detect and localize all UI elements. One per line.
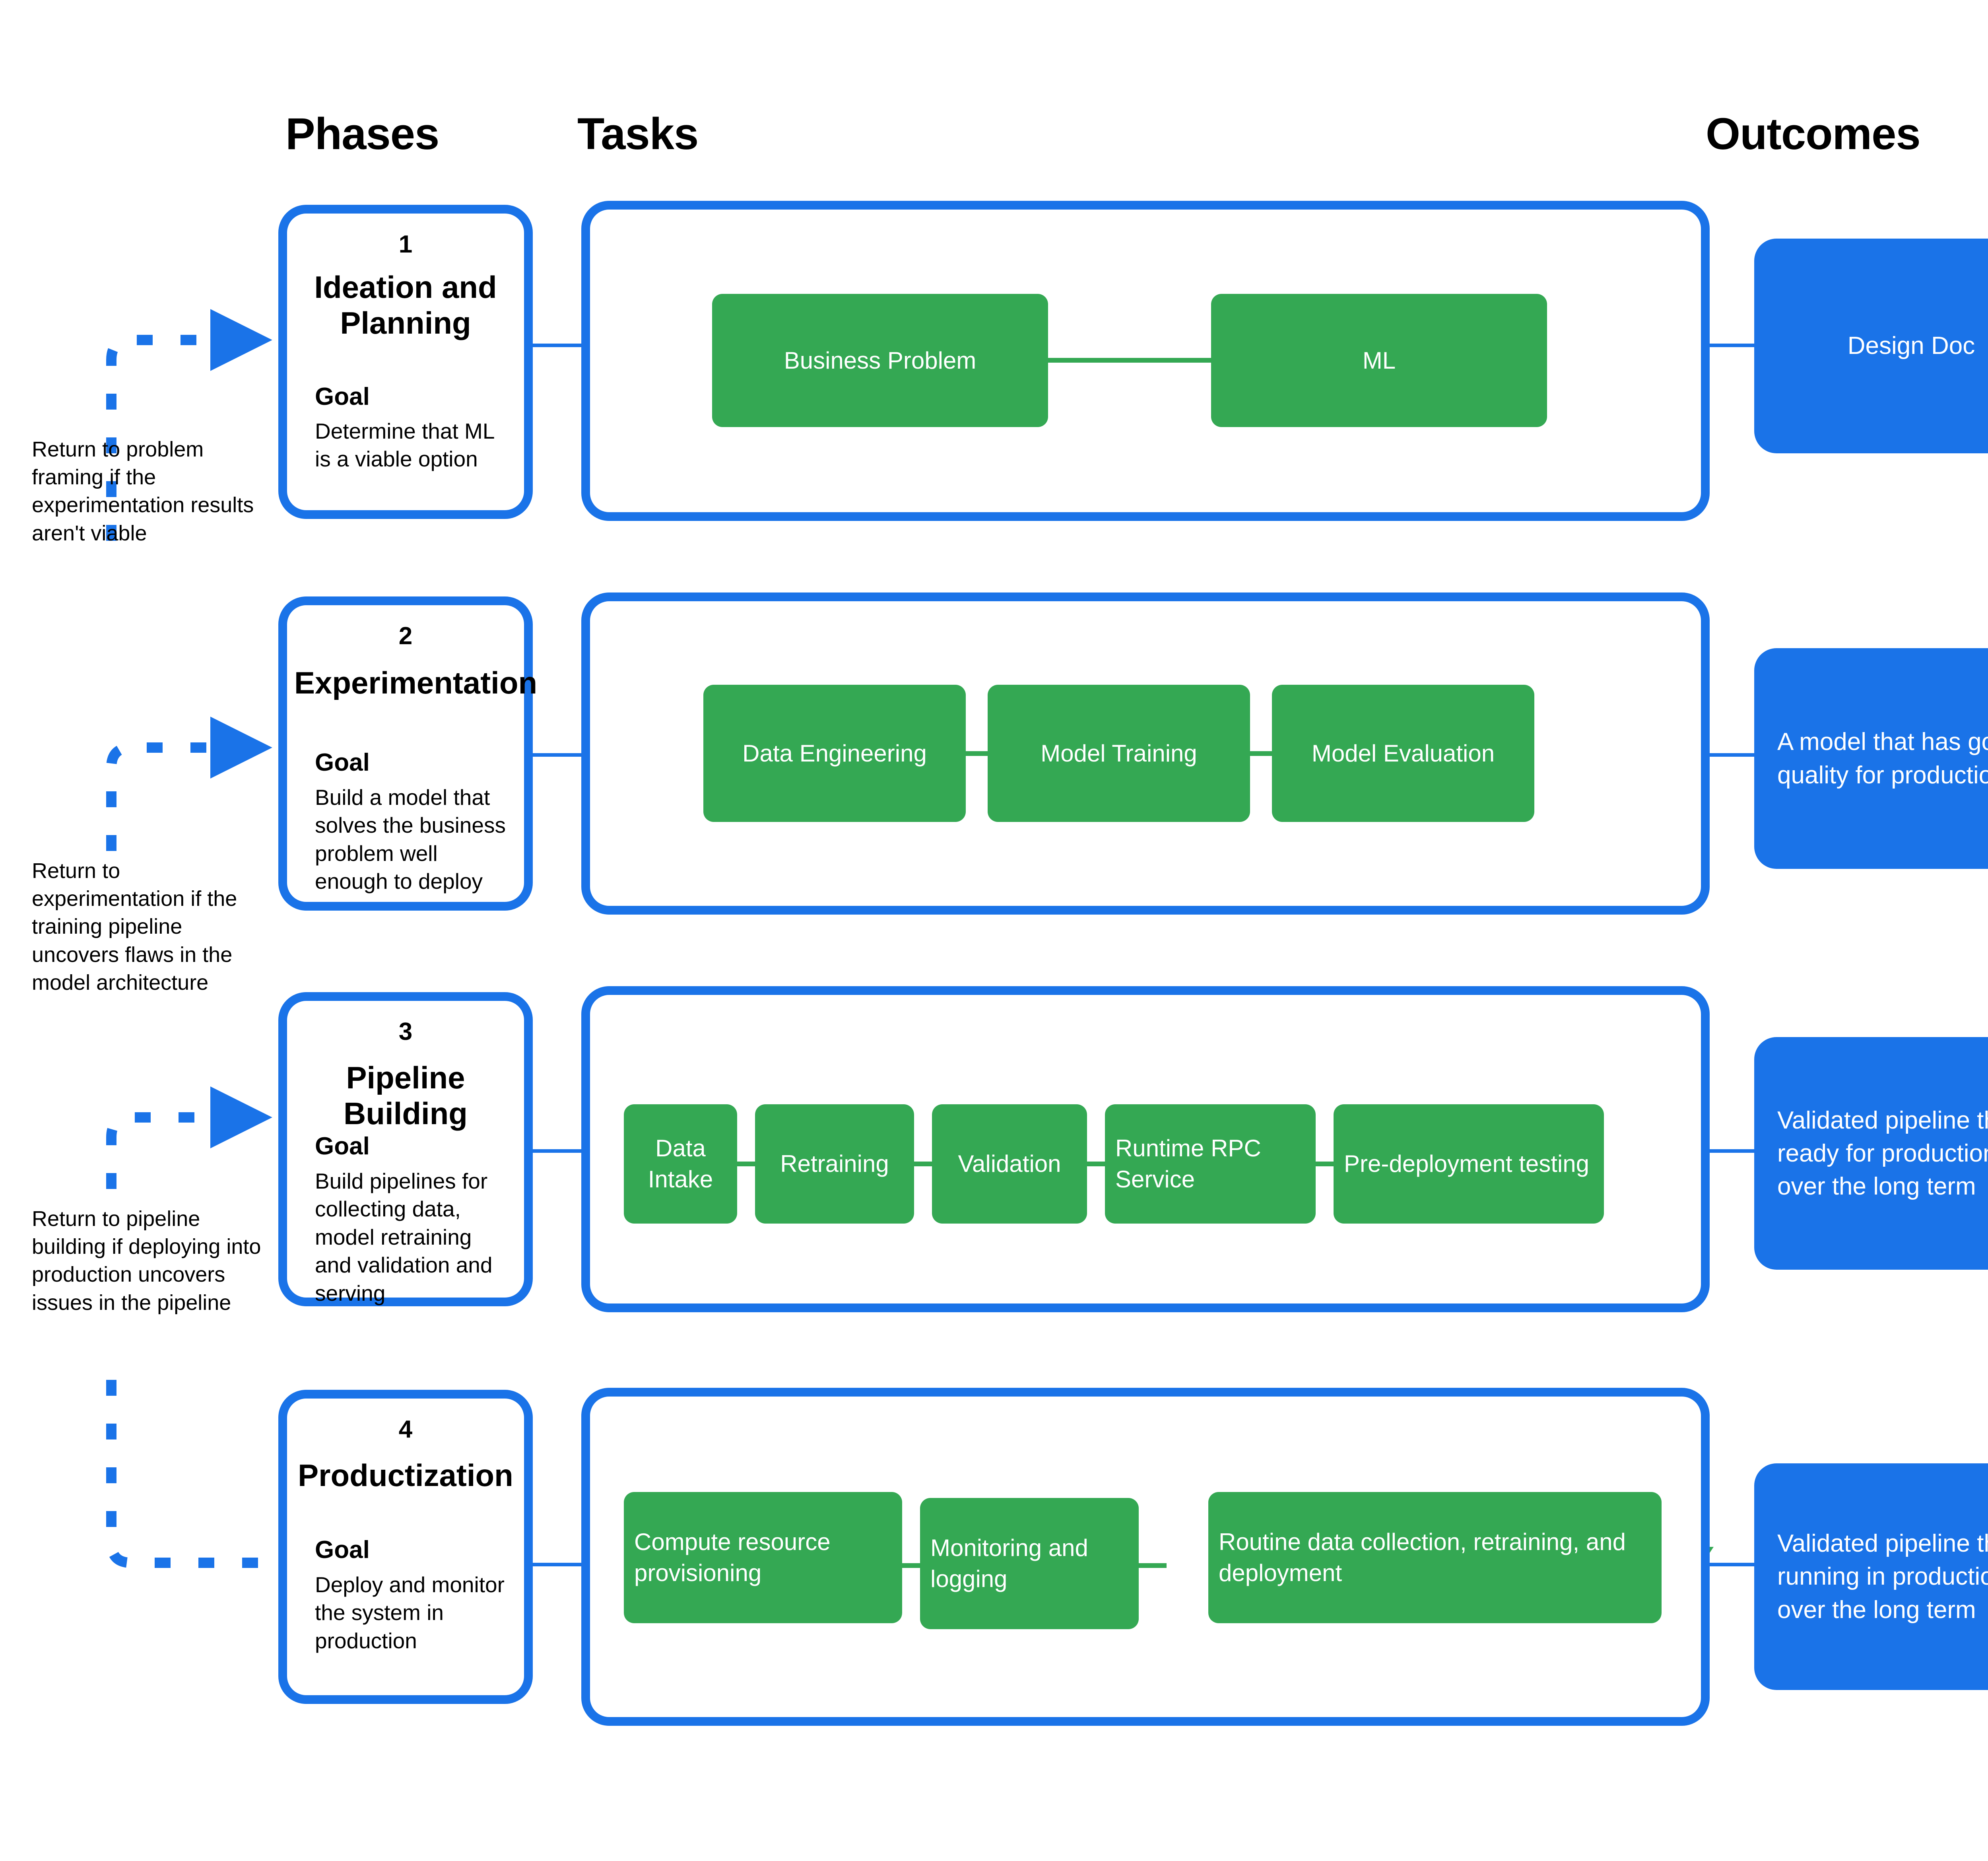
tasks-panel-2: Data Engineering Model Training Model Ev… bbox=[581, 592, 1710, 915]
task-box-data-engineering[interactable]: Data Engineering bbox=[703, 685, 966, 822]
task-box-business-problem[interactable]: Business Problem bbox=[712, 294, 1048, 427]
return-label-problem-framing: Return to problem framing if the experim… bbox=[32, 437, 254, 545]
connector-phase3-to-tasks3 bbox=[533, 1149, 582, 1153]
phase-number-4: 4 bbox=[398, 1416, 413, 1443]
return-label-experimentation-training: Return to experimentation if the trainin… bbox=[32, 859, 237, 995]
task-box-routine-data-collection[interactable]: Routine data collection, retraining, and… bbox=[1208, 1492, 1662, 1623]
phase-goal-text-4: Deploy and monitor the system in product… bbox=[315, 1572, 505, 1653]
column-header-outcomes: Outcomes bbox=[1706, 109, 1921, 159]
phase-goal-label-1: Goal bbox=[315, 383, 370, 410]
task-box-validation[interactable]: Validation bbox=[932, 1104, 1087, 1224]
phase-goal-label-2: Goal bbox=[315, 749, 370, 776]
phase-title-2: Experimentation bbox=[294, 665, 538, 700]
connector-de-to-mt bbox=[966, 751, 988, 756]
task-box-data-intake[interactable]: Data Intake bbox=[624, 1104, 737, 1224]
connector-tasks3-to-outcome3 bbox=[1710, 1149, 1754, 1153]
column-header-phases: Phases bbox=[285, 109, 439, 159]
connector-tasks1-to-outcome1 bbox=[1710, 344, 1754, 347]
phase-goal-label-4: Goal bbox=[315, 1536, 370, 1564]
phase-number-1: 1 bbox=[398, 231, 413, 258]
task-box-model-evaluation[interactable]: Model Evaluation bbox=[1272, 685, 1534, 822]
phase-title-3: Pipeline Building bbox=[344, 1060, 468, 1131]
phase-goal-label-3: Goal bbox=[315, 1133, 370, 1160]
connector-tasks4-to-outcome4 bbox=[1710, 1563, 1754, 1566]
phase-number-2: 2 bbox=[398, 622, 413, 650]
outcome-box-1[interactable]: Design Doc bbox=[1754, 239, 1988, 453]
task-box-ml[interactable]: ML bbox=[1211, 294, 1547, 427]
tasks-panel-1: Business Problem ML bbox=[581, 201, 1710, 521]
phase-goal-text-2: Build a model that solves the business p… bbox=[315, 785, 506, 894]
phase-card-3[interactable]: 3 Pipeline Building Goal Build pipelines… bbox=[278, 992, 533, 1306]
connector-phase2-to-tasks2 bbox=[533, 753, 582, 757]
task-box-monitoring-and-logging[interactable]: Monitoring and logging bbox=[920, 1498, 1139, 1629]
connector-mt-to-me bbox=[1250, 751, 1272, 756]
outcome-box-3[interactable]: Validated pipeline that's ready for prod… bbox=[1754, 1037, 1988, 1270]
phase-title-1: Ideation and Planning bbox=[314, 270, 497, 341]
connector-rpc-to-pdt bbox=[1316, 1162, 1334, 1166]
connector-tasks2-to-outcome2 bbox=[1710, 753, 1754, 757]
connector-rt-to-vl bbox=[914, 1162, 932, 1166]
connector-business-problem-to-ml bbox=[1048, 358, 1211, 363]
connector-phase1-to-tasks1 bbox=[533, 344, 582, 347]
column-header-tasks: Tasks bbox=[577, 109, 699, 159]
outcome-box-4[interactable]: Validated pipeline that's running in pro… bbox=[1754, 1463, 1988, 1690]
phase-goal-text-1: Determine that ML is a viable option bbox=[315, 419, 494, 472]
connector-phase4-to-tasks4 bbox=[533, 1563, 582, 1566]
phase-title-4: Productization bbox=[298, 1458, 513, 1493]
task-box-model-training[interactable]: Model Training bbox=[988, 685, 1250, 822]
task-box-retraining[interactable]: Retraining bbox=[755, 1104, 914, 1224]
return-path-4 bbox=[106, 1380, 278, 1568]
tasks-panel-4: Compute resource provisioning Monitoring… bbox=[581, 1388, 1710, 1726]
phase-number-3: 3 bbox=[398, 1018, 413, 1045]
task-box-runtime-rpc-service[interactable]: Runtime RPC Service bbox=[1105, 1104, 1316, 1224]
phase-card-1[interactable]: 1 Ideation and Planning Goal Determine t… bbox=[278, 205, 533, 519]
connector-ml2-to-rdc bbox=[1139, 1563, 1167, 1568]
connector-crp-to-ml2 bbox=[902, 1563, 920, 1568]
return-label-pipeline-building: Return to pipeline building if deploying… bbox=[32, 1207, 261, 1315]
phase-card-4[interactable]: 4 Productization Goal Deploy and monitor… bbox=[278, 1390, 533, 1704]
connector-di-to-rt bbox=[737, 1162, 755, 1166]
return-path-3 bbox=[106, 1086, 272, 1189]
tasks-panel-3: Data Intake Retraining Validation Runtim… bbox=[581, 986, 1710, 1312]
task-box-pre-deployment-testing[interactable]: Pre-deployment testing bbox=[1334, 1104, 1604, 1224]
phase-goal-text-3: Build pipelines for collecting data, mod… bbox=[315, 1169, 493, 1305]
outcome-box-2[interactable]: A model that has good quality for produc… bbox=[1754, 648, 1988, 869]
phase-card-2[interactable]: 2 Experimentation Goal Build a model tha… bbox=[278, 596, 538, 911]
connector-vl-to-rpc bbox=[1087, 1162, 1105, 1166]
return-path-2 bbox=[106, 717, 272, 851]
task-box-compute-resource-provisioning[interactable]: Compute resource provisioning bbox=[624, 1492, 902, 1623]
